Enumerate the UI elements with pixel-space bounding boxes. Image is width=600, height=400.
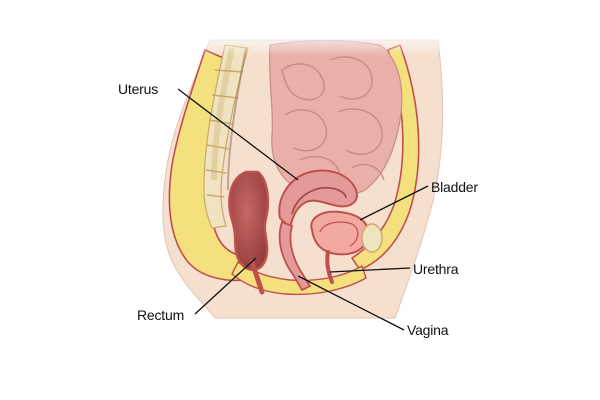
leader-urethra [329,267,411,273]
vagina [278,220,312,292]
bladder [310,210,370,256]
label-vagina: Vagina [407,322,449,338]
leader-vagina [297,275,405,331]
top-fade [150,30,470,150]
label-rectum: Rectum [137,307,184,323]
pelvic-floor-fat [231,260,367,296]
leader-rectum [194,257,257,315]
uterus [278,169,358,231]
label-bladder: Bladder [431,179,478,195]
leader-bladder [359,185,429,221]
leader-uterus [177,88,299,181]
label-urethra: Urethra [413,261,459,277]
anal-canal [249,259,265,295]
urethra [325,250,334,284]
pubic-bone [361,223,383,253]
label-uterus: Uterus [118,81,158,97]
